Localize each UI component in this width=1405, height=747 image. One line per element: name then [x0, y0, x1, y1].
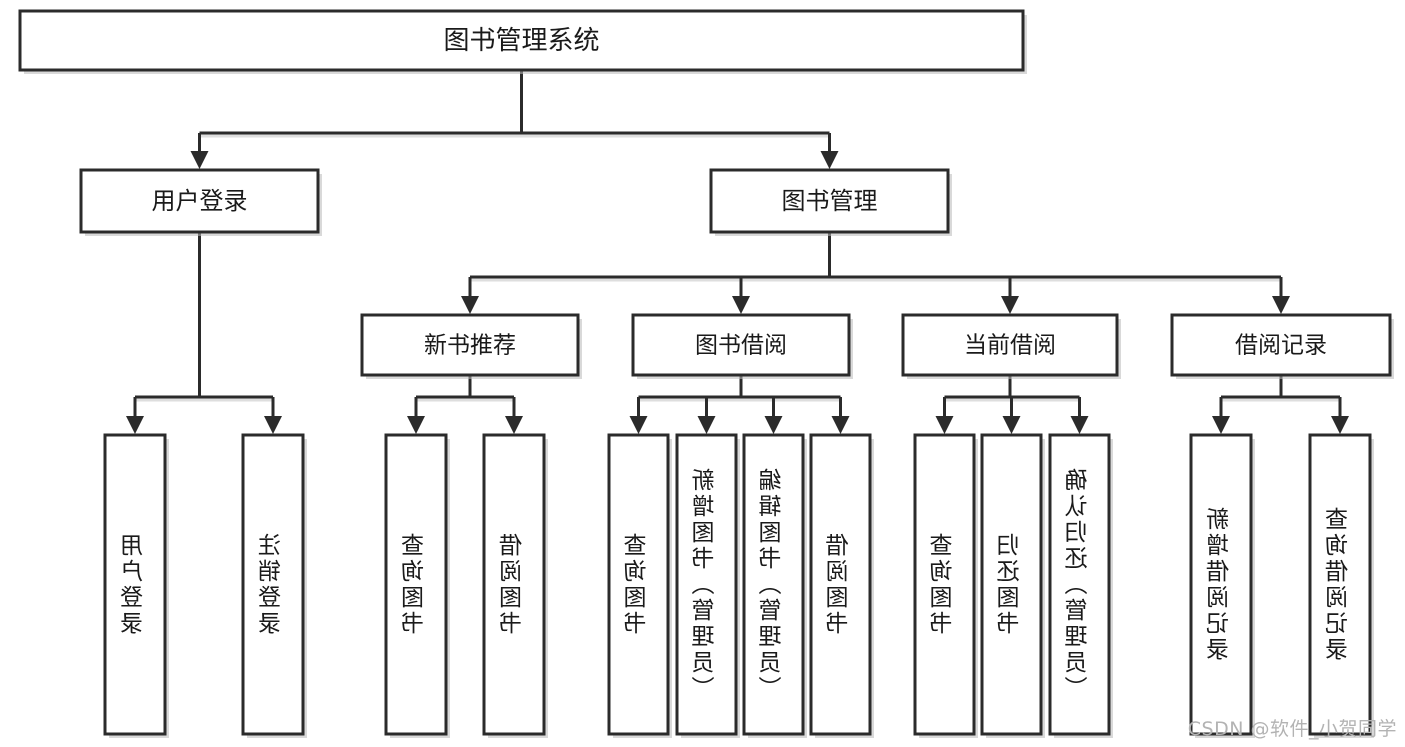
- node-rect[interactable]: [241, 433, 305, 736]
- node-rect[interactable]: [103, 433, 167, 736]
- node-leaf-add-record[interactable]: [1189, 433, 1255, 738]
- node-new-book-rec[interactable]: 新书推荐: [360, 313, 582, 379]
- node-rect[interactable]: [901, 313, 1119, 377]
- node-rect[interactable]: [1308, 433, 1372, 736]
- arrowhead-icon: [461, 296, 479, 314]
- node-leaf-add-book[interactable]: [675, 433, 740, 738]
- edge-group-borrow-record: [1212, 375, 1349, 434]
- watermark-text: CSDN @软件_小贺同学: [1187, 718, 1397, 740]
- edges-layer: [126, 70, 1349, 434]
- node-label: 图书管理系统: [443, 26, 599, 56]
- node-book-borrow[interactable]: 图书借阅: [631, 313, 853, 379]
- node-rect[interactable]: [79, 168, 320, 234]
- node-leaf-borrow-book-2[interactable]: [809, 433, 874, 738]
- arrowhead-icon: [505, 416, 523, 434]
- node-rect[interactable]: [1189, 433, 1253, 736]
- node-current-borrow[interactable]: 当前借阅: [901, 313, 1121, 379]
- node-rect[interactable]: [18, 9, 1025, 72]
- node-leaf-user-login[interactable]: [103, 433, 169, 738]
- node-leaf-query-record[interactable]: [1308, 433, 1374, 738]
- node-rect[interactable]: [384, 433, 448, 736]
- arrowhead-icon: [1212, 416, 1230, 434]
- edge-group-book-manage: [461, 232, 1290, 314]
- arrowhead-icon: [126, 416, 144, 434]
- arrowhead-icon: [1001, 296, 1019, 314]
- arrowhead-icon: [190, 151, 209, 169]
- node-rect[interactable]: [809, 433, 872, 736]
- node-rect[interactable]: [675, 433, 738, 736]
- node-rect[interactable]: [1170, 313, 1392, 377]
- node-leaf-user-logout[interactable]: [241, 433, 307, 738]
- arrowhead-icon: [264, 416, 282, 434]
- node-rect[interactable]: [709, 168, 950, 234]
- arrowhead-icon: [1002, 416, 1021, 434]
- node-label: 当前借阅: [964, 333, 1056, 359]
- node-rect[interactable]: [742, 433, 805, 736]
- arrowhead-icon: [629, 416, 648, 434]
- node-rect[interactable]: [913, 433, 976, 736]
- arrowhead-icon: [831, 416, 850, 434]
- node-leaf-query-book-2[interactable]: [607, 433, 672, 738]
- node-leaf-query-book-3[interactable]: [913, 433, 978, 738]
- node-label: 图书管理: [782, 187, 878, 215]
- node-rect[interactable]: [360, 313, 580, 377]
- node-label: 图书借阅: [695, 333, 787, 359]
- edge-group-new-book-rec: [407, 375, 523, 434]
- arrowhead-icon: [732, 296, 750, 314]
- arrowhead-icon: [1272, 296, 1290, 314]
- node-root[interactable]: 图书管理系统: [18, 9, 1027, 74]
- node-rect[interactable]: [1048, 433, 1111, 736]
- edge-group-book-borrow: [629, 375, 850, 434]
- node-book-manage[interactable]: 图书管理: [709, 168, 952, 236]
- node-rect[interactable]: [980, 433, 1043, 736]
- arrowhead-icon: [764, 416, 783, 434]
- edge-group-current-borrow: [935, 375, 1089, 434]
- edge-group-root: [190, 70, 839, 169]
- node-rect[interactable]: [607, 433, 670, 736]
- node-label: 借阅记录: [1235, 333, 1327, 359]
- node-leaf-query-book-1[interactable]: [384, 433, 450, 738]
- node-label: 新书推荐: [424, 333, 516, 359]
- arrowhead-icon: [820, 151, 839, 169]
- node-leaf-borrow-book-1[interactable]: [482, 433, 548, 738]
- node-rect[interactable]: [631, 313, 851, 377]
- node-rect[interactable]: [482, 433, 546, 736]
- arrowhead-icon: [407, 416, 425, 434]
- node-label: 用户登录: [152, 187, 248, 215]
- edge-group-user-login: [126, 232, 282, 434]
- node-leaf-return-book[interactable]: [980, 433, 1045, 738]
- arrowhead-icon: [1070, 416, 1089, 434]
- arrowhead-icon: [697, 416, 716, 434]
- arrowhead-icon: [935, 416, 954, 434]
- node-borrow-record[interactable]: 借阅记录: [1170, 313, 1394, 379]
- node-leaf-confirm-return[interactable]: [1048, 433, 1113, 738]
- node-leaf-edit-book[interactable]: [742, 433, 807, 738]
- arrowhead-icon: [1331, 416, 1349, 434]
- node-user-login[interactable]: 用户登录: [79, 168, 322, 236]
